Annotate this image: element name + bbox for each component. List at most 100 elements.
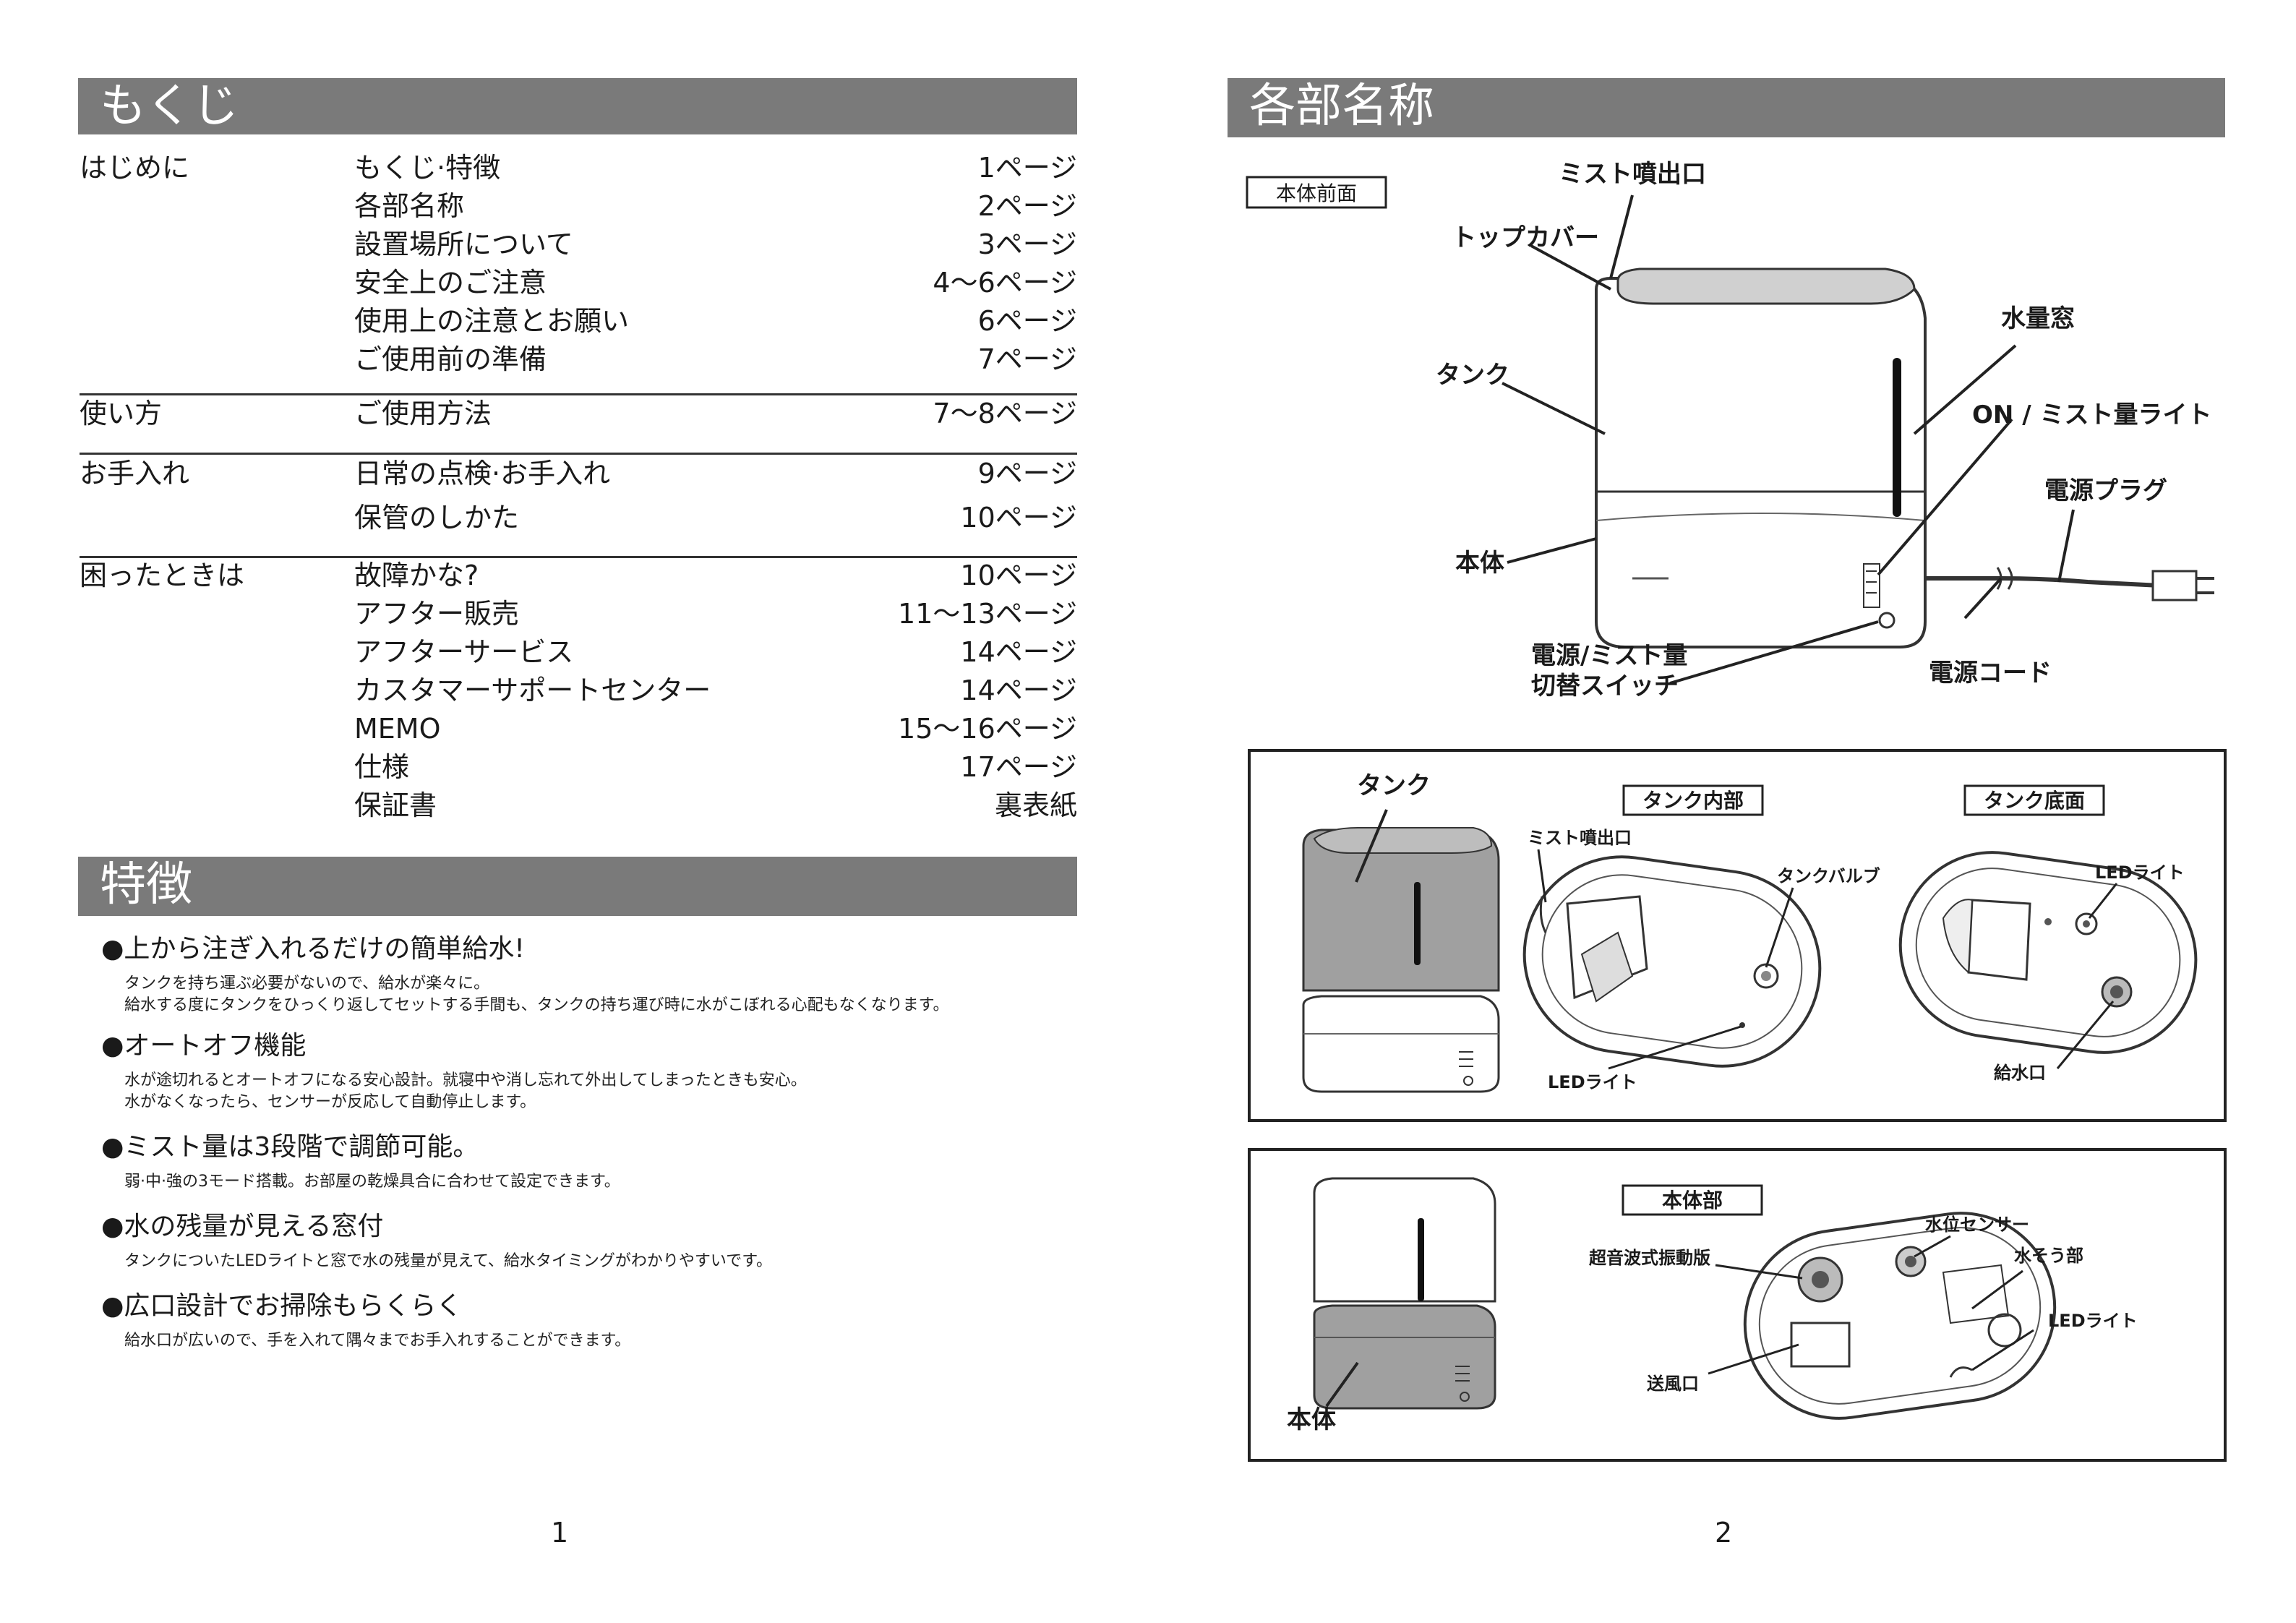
label-ultrasonic: 超音波式振動版 (1589, 1248, 1710, 1268)
label-water-window: 水量窓 (2001, 304, 2075, 333)
tank-inside-leaders (1537, 849, 1794, 1070)
feature-title: ●広口設計でお掃除もらくらく (101, 1291, 463, 1321)
label-vent: 送風口 (1647, 1374, 1699, 1394)
toc-row: 使用上の注意とお願い 6ページ (80, 302, 1077, 340)
tank-panel-frame (1248, 749, 2227, 1122)
parts-title: 各部名称 (1249, 80, 1434, 133)
toc-item-label: アフター販売 (354, 598, 520, 630)
toc-page-ref: 17ページ (960, 751, 1077, 783)
toc-section-label: お手入れ (80, 458, 190, 489)
features-title: 特徴 (100, 858, 192, 912)
toc-divider (80, 393, 1077, 395)
toc-page-ref: 11〜13ページ (898, 598, 1077, 630)
body-illustration (1313, 1177, 1496, 1410)
feature-description: 給水する度にタンクをひっくり返してセットする手間も、タンクの持ち運び時に水がこぼ… (124, 996, 949, 1014)
body-box-label: 本体部 (1662, 1189, 1723, 1212)
toc-row: 保管のしかた 10ページ (80, 499, 1077, 536)
label-tank-inlet: 給水口 (1994, 1063, 2046, 1083)
feature-description: 水がなくなったら、センサーが反応して自動停止します。 (124, 1093, 536, 1111)
toc-item-label: アフターサービス (354, 636, 574, 668)
features-heading: 特徴 (78, 857, 1077, 916)
front-leader-lines (1502, 194, 2075, 685)
toc-page-ref: 14ページ (960, 675, 1077, 706)
toc-row: アフターサービス 14ページ (80, 633, 1077, 671)
toc-item-label: もくじ·特徴 (354, 152, 501, 184)
tank-inside-box-label: タンク内部 (1642, 789, 1744, 813)
label-body-led: LEDライト (2048, 1311, 2138, 1331)
toc-item-label: 日常の点検·お手入れ (354, 458, 611, 489)
body-leader (1325, 1361, 1359, 1408)
toc-row: カスタマーサポートセンター 14ページ (80, 672, 1077, 709)
tank-bottom-box-label: タンク底面 (1984, 789, 2085, 813)
toc-item-label: MEMO (354, 713, 441, 745)
toc-page-ref: 10ページ (960, 502, 1077, 534)
toc-item-label: 使用上の注意とお願い (354, 305, 630, 337)
toc-section-label: 困ったときは (80, 560, 245, 591)
toc-item-label: ご使用前の準備 (354, 343, 547, 375)
front-box-label: 本体前面 (1276, 181, 1357, 205)
feature-title: ●ミスト量は3段階で調節可能。 (101, 1132, 479, 1162)
toc-row: 保証書 裏表紙 (80, 787, 1077, 824)
body-top-illustration (1743, 1212, 2057, 1420)
label-on-light: ON / ミスト量ライト (1972, 401, 2211, 429)
toc-page-ref: 7〜8ページ (933, 398, 1077, 429)
tank-raised-illustration (1302, 827, 1500, 1093)
feature-title: ●上から注ぎ入れるだけの簡単給水! (101, 934, 525, 964)
toc-page-ref: 10ページ (960, 560, 1077, 591)
toc-section-label: 使い方 (80, 398, 163, 429)
label-switch-line1: 電源/ミスト量 (1531, 641, 1687, 670)
toc-row: ご使用前の準備 7ページ (80, 341, 1077, 378)
toc-item-label: 故障かな? (354, 560, 479, 591)
label-tank-led-inside: LEDライト (1548, 1072, 1637, 1092)
toc-page-ref: 9ページ (977, 458, 1077, 489)
toc-page-ref: 2ページ (977, 190, 1077, 222)
tank-inside-box-frame (1622, 784, 1764, 816)
feature-description: タンクについたLEDライトと窓で水の残量が見えて、給水タイミングがわかりやすいで… (124, 1252, 773, 1270)
right-page: 各部名称 本体前面 (1148, 0, 2296, 1623)
toc-title: もくじ (100, 80, 239, 133)
toc-item-label: 安全上のご注意 (354, 267, 547, 299)
label-tank-led-bottom: LEDライト (2095, 862, 2185, 883)
front-box-frame (1246, 176, 1387, 209)
tank-bottom-box-frame (1963, 784, 2105, 816)
toc-page-ref: 14ページ (960, 636, 1077, 668)
body-panel-frame (1248, 1148, 2227, 1462)
toc-page-ref: 裏表紙 (994, 789, 1077, 821)
toc-item-label: 設置場所について (354, 228, 573, 260)
toc-item-label: 保管のしかた (354, 502, 520, 534)
toc-item-label: 仕様 (354, 751, 410, 783)
feature-description: 給水口が広いので、手を入れて隅々までお手入れすることができます。 (124, 1332, 631, 1350)
label-tank: タンク (1436, 361, 1509, 390)
feature-title: ●水の残量が見える窓付 (101, 1212, 384, 1241)
feature-description: 弱·中·強の3モード搭載。お部屋の乾燥具合に合わせて設定できます。 (124, 1173, 620, 1191)
toc-heading: もくじ (78, 78, 1077, 134)
toc-item-label: 保証書 (354, 789, 437, 821)
label-top-cover: トップカバー (1452, 223, 1599, 252)
toc-page-ref: 7ページ (977, 343, 1077, 375)
feature-description: タンクを持ち運ぶ必要がないので、給水が楽々に。 (124, 975, 490, 993)
toc-page-ref: 6ページ (977, 305, 1077, 337)
toc-page-ref: 4〜6ページ (933, 267, 1077, 299)
toc-row: 設置場所について 3ページ (80, 226, 1077, 263)
toc-row: アフター販売 11〜13ページ (80, 595, 1077, 633)
label-tank-raised: タンク (1357, 771, 1431, 800)
tank-inside-illustration (1522, 855, 1822, 1068)
toc-item-label: カスタマーサポートセンター (354, 675, 711, 706)
page-number-right: 2 (1715, 1517, 1733, 1549)
label-body-lower: 本体 (1287, 1405, 1336, 1434)
label-cord: 電源コード (1929, 659, 2052, 688)
toc-section-label: はじめに (80, 152, 190, 184)
toc-row: 安全上のご注意 4〜6ページ (80, 264, 1077, 301)
tank-bottom-leaders (2056, 883, 2118, 1069)
parts-heading: 各部名称 (1228, 78, 2225, 137)
label-plug: 電源プラグ (2044, 476, 2167, 505)
toc-row: 困ったときは 故障かな? 10ページ (80, 557, 1077, 594)
label-tank-mist-outlet: ミスト噴出口 (1528, 828, 1632, 848)
toc-page-ref: 3ページ (977, 228, 1077, 260)
toc-item-label: 各部名称 (354, 190, 465, 222)
tank-leader (1355, 809, 1388, 883)
feature-title: ●オートオフ機能 (101, 1031, 307, 1061)
